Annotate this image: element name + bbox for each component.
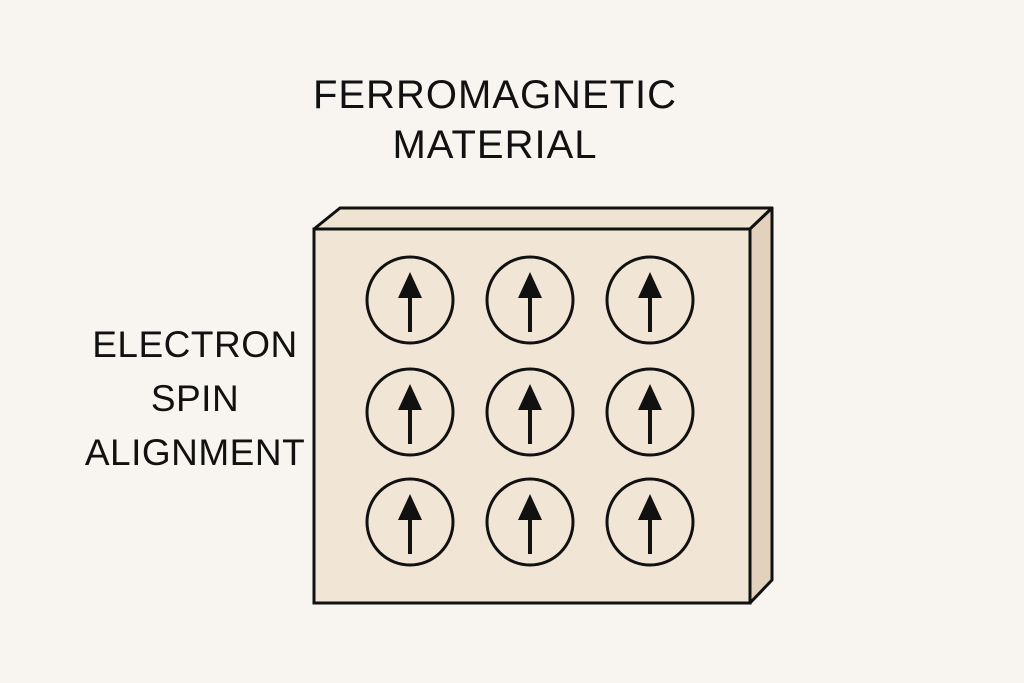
spin-circle — [365, 477, 455, 567]
arrow-head — [398, 384, 422, 410]
arrow-head — [638, 384, 662, 410]
spin-circle — [365, 255, 455, 345]
arrow-head — [518, 384, 542, 410]
spin-circle — [605, 367, 695, 457]
label-line-3: ALIGNMENT — [84, 432, 306, 473]
spin-up-arrow-icon — [365, 255, 455, 345]
block-side-face — [748, 206, 774, 605]
arrow-head — [638, 494, 662, 520]
spin-circle — [605, 255, 695, 345]
spin-circle — [605, 477, 695, 567]
label-line-2: SPIN — [150, 378, 240, 419]
spin-up-arrow-icon — [365, 367, 455, 457]
label-line-1: ELECTRON — [92, 324, 298, 365]
title-line-2: MATERIAL — [392, 123, 598, 167]
spin-circle — [485, 255, 575, 345]
arrow-head — [398, 494, 422, 520]
spin-up-arrow-icon — [605, 367, 695, 457]
spin-up-arrow-icon — [605, 477, 695, 567]
spin-up-arrow-icon — [485, 367, 575, 457]
electron-spin-label: ELECTRON SPIN ALIGNMENT — [70, 318, 320, 480]
diagram-title: FERROMAGNETIC MATERIAL — [250, 70, 740, 170]
spin-up-arrow-icon — [605, 255, 695, 345]
spin-circle — [485, 367, 575, 457]
block-top-face — [312, 206, 774, 231]
arrow-head — [638, 272, 662, 298]
spin-circle — [365, 367, 455, 457]
spin-up-arrow-icon — [485, 477, 575, 567]
spin-up-arrow-icon — [365, 477, 455, 567]
arrow-head — [398, 272, 422, 298]
spin-up-arrow-icon — [485, 255, 575, 345]
spin-circle — [485, 477, 575, 567]
arrow-head — [518, 272, 542, 298]
title-line-1: FERROMAGNETIC — [312, 73, 678, 117]
arrow-head — [518, 494, 542, 520]
